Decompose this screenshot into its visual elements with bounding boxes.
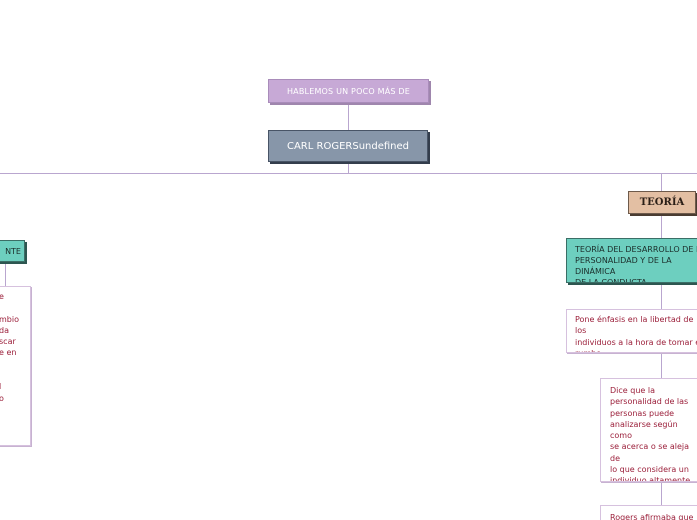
note-rogers-afirmaba[interactable]: Rogers afirmaba que: [600, 505, 697, 520]
connector-main-bus: [348, 162, 349, 174]
central-topic-label: CARL ROGERSundefined: [286, 140, 410, 152]
connector-horizontal-bus: [0, 173, 697, 174]
topic-left-partial[interactable]: NTE: [0, 240, 25, 262]
connector-title-main: [348, 103, 349, 130]
topic-hablemos[interactable]: HABLEMOS UN POCO MÁS DE: [268, 79, 429, 103]
connector-left-topic-note: [5, 262, 6, 286]
connector-bus-teoria: [661, 174, 662, 191]
topic-left-label: NTE: [5, 246, 21, 256]
topic-teoria[interactable]: TEORÍA: [628, 191, 696, 214]
topic-hablemos-label: HABLEMOS UN POCO MÁS DE: [286, 86, 411, 96]
connector-desarrollo-enfasis: [661, 283, 662, 309]
central-topic-carl-rogers[interactable]: CARL ROGERSundefined: [268, 130, 428, 162]
note-dice-personalidad[interactable]: Dice que la personalidad de las personas…: [600, 378, 697, 482]
topic-teoria-desarrollo[interactable]: TEORÍA DEL DESARROLLO DE LA PERSONALIDAD…: [566, 238, 697, 283]
topic-teoria-label: TEORÍA: [639, 197, 685, 208]
connector-dice-rogers: [661, 482, 662, 505]
connector-teoria-desarrollo: [661, 214, 662, 238]
connector-enfasis-dice: [661, 353, 662, 378]
note-enfasis-libertad[interactable]: Pone énfasis en la libertad de los indiv…: [566, 309, 697, 353]
note-left-partial[interactable]: e mbio da scar e en l o: [0, 286, 31, 446]
